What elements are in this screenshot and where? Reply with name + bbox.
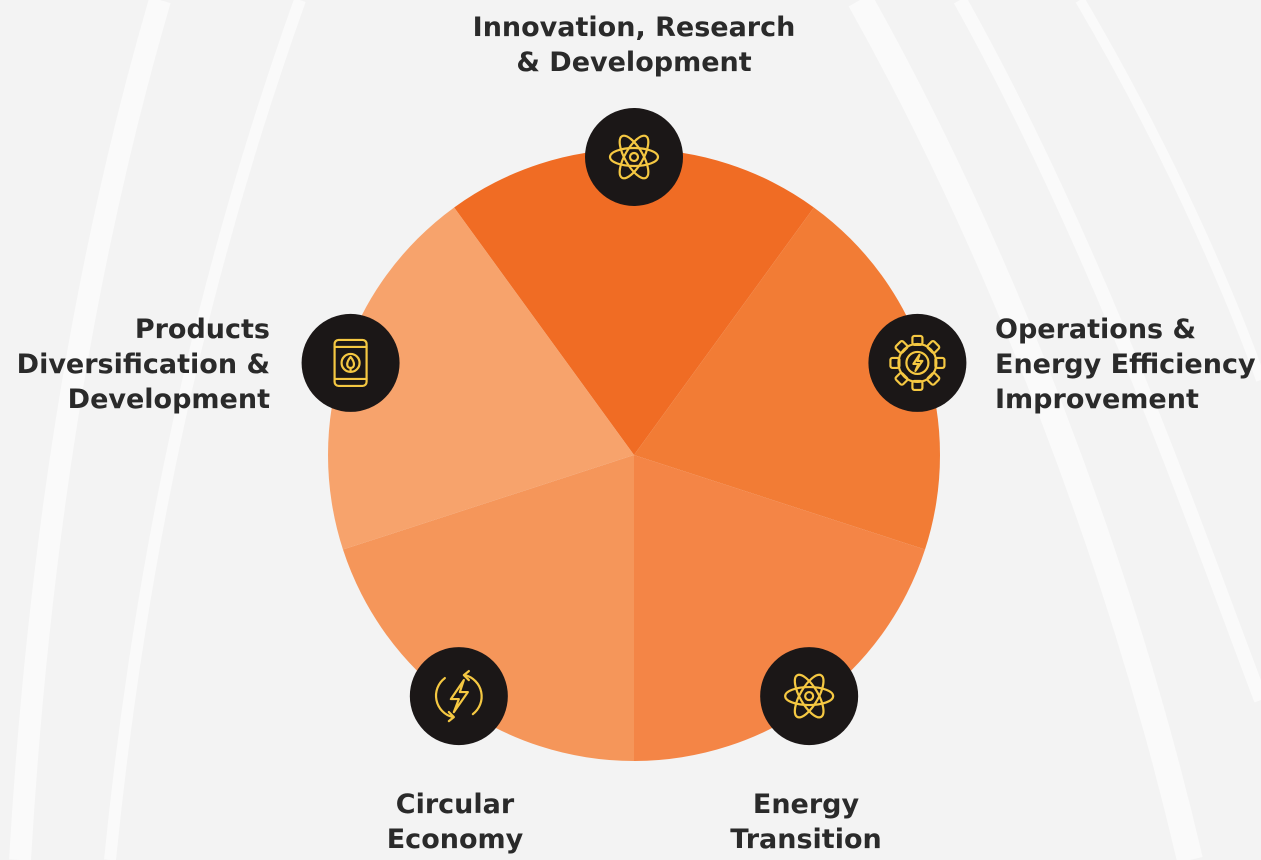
label-line: Innovation, Research — [472, 12, 796, 43]
oil-barrel-icon — [333, 338, 368, 388]
label-line: Products — [134, 314, 270, 345]
pie-segment — [634, 207, 941, 550]
atom-icon — [608, 134, 660, 180]
pie-segment — [634, 455, 926, 761]
badge-circle — [409, 647, 508, 746]
label-line: Energy Efficiency — [995, 349, 1256, 380]
atom-icon — [784, 673, 835, 719]
background-streaks — [9, 0, 1261, 860]
icon-badge — [301, 313, 400, 412]
label-line: & Development — [516, 47, 752, 78]
icon-badge — [409, 647, 508, 746]
label-line: Operations & — [995, 314, 1197, 345]
icon-badges — [301, 108, 967, 746]
label-line: Economy — [386, 824, 524, 855]
label-operations-energy-efficiency: Operations & Energy Efficiency Improveme… — [995, 312, 1256, 417]
label-innovation-research-development: Innovation, Research & Development — [473, 10, 796, 80]
pie-segments — [328, 148, 941, 761]
pie-segment — [454, 148, 814, 455]
pie-segment — [342, 455, 634, 761]
gear-bolt-icon — [889, 334, 946, 392]
badge-circle — [585, 108, 683, 206]
label-products-diversification: Products Diversification & Development — [17, 312, 270, 417]
badge-circle — [760, 647, 859, 746]
icon-badge — [760, 647, 859, 746]
label-line: Diversification & — [16, 349, 270, 380]
label-line: Circular — [395, 789, 515, 820]
label-energy-transition: Energy Transition — [730, 787, 881, 857]
icon-badge — [585, 108, 683, 206]
pie-segment — [328, 207, 634, 550]
label-circular-economy: Circular Economy — [387, 787, 524, 857]
label-line: Development — [67, 384, 270, 415]
label-line: Transition — [730, 824, 882, 855]
label-line: Energy — [752, 789, 860, 820]
icon-badge — [868, 313, 967, 412]
label-line: Improvement — [995, 384, 1199, 415]
bolt-cycle-icon — [434, 669, 483, 723]
badge-circle — [301, 313, 400, 412]
